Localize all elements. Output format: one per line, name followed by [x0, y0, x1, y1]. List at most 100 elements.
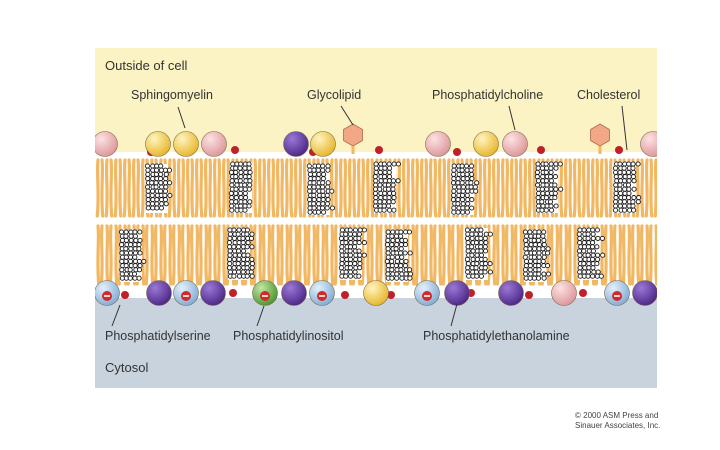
phosphatidylethanolamine-head [281, 280, 307, 306]
credit-line-2: Sinauer Associates, Inc. [575, 421, 661, 430]
phosphatidylcholine-head [425, 131, 451, 157]
fatty-acid-tail [298, 158, 303, 218]
fatty-acid-tail [639, 224, 644, 286]
fatty-acid-tail [599, 158, 604, 218]
fatty-acid-tail [442, 158, 447, 218]
fatty-acid-tail [180, 224, 185, 286]
fatty-acid-tail [213, 224, 218, 286]
outside-of-cell-label: Outside of cell [105, 58, 187, 73]
fatty-acid-tail [356, 158, 361, 218]
fatty-acid-tail [397, 158, 402, 218]
fatty-acid-tail [190, 158, 195, 218]
phosphatidylinositol-leader [256, 305, 265, 327]
phosphatidylinositol-label: Phosphatidylinositol [233, 329, 344, 343]
phosphatidylethanolamine-head [200, 280, 226, 306]
fatty-acid-tail [136, 158, 141, 218]
fatty-acid-tail [635, 158, 640, 218]
phosphatidylserine-head [604, 280, 630, 306]
fatty-acid-tail [271, 158, 276, 218]
cholesterol-oh-marker [341, 291, 349, 299]
fatty-acid-tail [450, 224, 455, 286]
cytosol-label: Cytosol [105, 360, 148, 375]
fatty-acid-tail [432, 224, 437, 286]
fatty-acid-tail [486, 224, 491, 286]
cholesterol-leader [621, 105, 628, 151]
fatty-acid-tail [109, 158, 114, 218]
fatty-acid-tail [366, 224, 371, 286]
phosphatidylethanolamine-head [146, 280, 172, 306]
fatty-acid-tail [609, 224, 614, 286]
fatty-acid-tail [654, 224, 657, 286]
fatty-acid-tail [284, 158, 289, 218]
fatty-acid-tail [189, 224, 194, 286]
fatty-acid-tail [636, 224, 641, 286]
fatty-acid-tail [176, 158, 181, 218]
fatty-acid-tail [95, 158, 100, 218]
fatty-acid-tail [568, 158, 573, 218]
fatty-acid-tail [549, 224, 554, 286]
fatty-acid-tail [172, 158, 177, 218]
fatty-acid-tail [221, 158, 226, 218]
fatty-acid-tail [297, 224, 302, 286]
inner-leaflet-heads [95, 280, 657, 306]
fatty-acid-tail [648, 224, 653, 286]
fatty-acid-tail [262, 158, 267, 218]
fatty-acid-tail [258, 224, 263, 286]
fatty-acid-tail [100, 158, 105, 218]
cholesterol-oh-marker [231, 146, 239, 154]
fatty-acid-tail [456, 224, 461, 286]
fatty-acid-tail [253, 158, 258, 218]
fatty-acid-tail [171, 224, 176, 286]
cholesterol-molecule [576, 227, 606, 280]
cholesterol-molecule [384, 229, 414, 282]
fatty-acid-tail [343, 158, 348, 218]
phosphatidylcholine-head [502, 131, 528, 157]
cholesterol-oh-markers [121, 146, 623, 299]
fatty-acid-tail [514, 158, 519, 218]
fatty-acid-tail [572, 158, 577, 218]
fatty-acid-tail [226, 158, 231, 218]
sphingomyelin-head [173, 131, 199, 157]
fatty-acid-tail [113, 158, 118, 218]
fatty-acid-tail [144, 224, 149, 286]
fatty-acid-tail [424, 158, 429, 218]
fatty-acid-tail [369, 224, 374, 286]
fatty-acid-tail [401, 158, 406, 218]
cholesterol-molecule [450, 163, 480, 215]
fatty-acid-tail [150, 224, 155, 286]
fatty-acid-tail [411, 224, 416, 286]
membrane-diagram: Outside of cell Cytosol Sphingomyelin Gl… [95, 48, 657, 388]
cholesterol-molecule [522, 229, 552, 282]
fatty-acid-tail [252, 224, 257, 286]
fatty-acid-tail [604, 158, 609, 218]
fatty-acid-tail [204, 224, 209, 286]
fatty-acid-tail [131, 158, 136, 218]
fatty-acid-tail [500, 158, 505, 218]
cholesterol-molecule [372, 161, 401, 213]
fatty-acid-tail [630, 224, 635, 286]
cholesterol-label: Cholesterol [577, 88, 640, 102]
fatty-acid-tail [185, 158, 190, 218]
fatty-acid-tail [495, 224, 500, 286]
fatty-acid-tail [270, 224, 275, 286]
glycolipid-label: Glycolipid [307, 88, 361, 102]
cholesterol-oh-marker [615, 146, 623, 154]
fatty-acid-tail [303, 224, 308, 286]
fatty-acid-tail [289, 158, 294, 218]
fatty-acid-tail [266, 158, 271, 218]
fatty-acid-tail [302, 158, 307, 218]
cholesterol-molecule [118, 229, 147, 282]
fatty-acid-tail [306, 224, 311, 286]
cholesterol-molecule [534, 161, 564, 213]
phosphatidylethanolamine-head [498, 280, 524, 306]
fatty-acid-tail [105, 224, 110, 286]
fatty-acid-tail [108, 224, 113, 286]
cholesterol-molecule [144, 163, 173, 213]
fatty-acid-tail [198, 224, 203, 286]
fatty-acid-tail [510, 224, 515, 286]
fatty-acid-tail [414, 224, 419, 286]
fatty-acid-tail [347, 158, 352, 218]
phosphatidylethanolamine-leader [450, 303, 458, 327]
fatty-acid-tail [261, 224, 266, 286]
cholesterol-oh-marker [375, 146, 383, 154]
